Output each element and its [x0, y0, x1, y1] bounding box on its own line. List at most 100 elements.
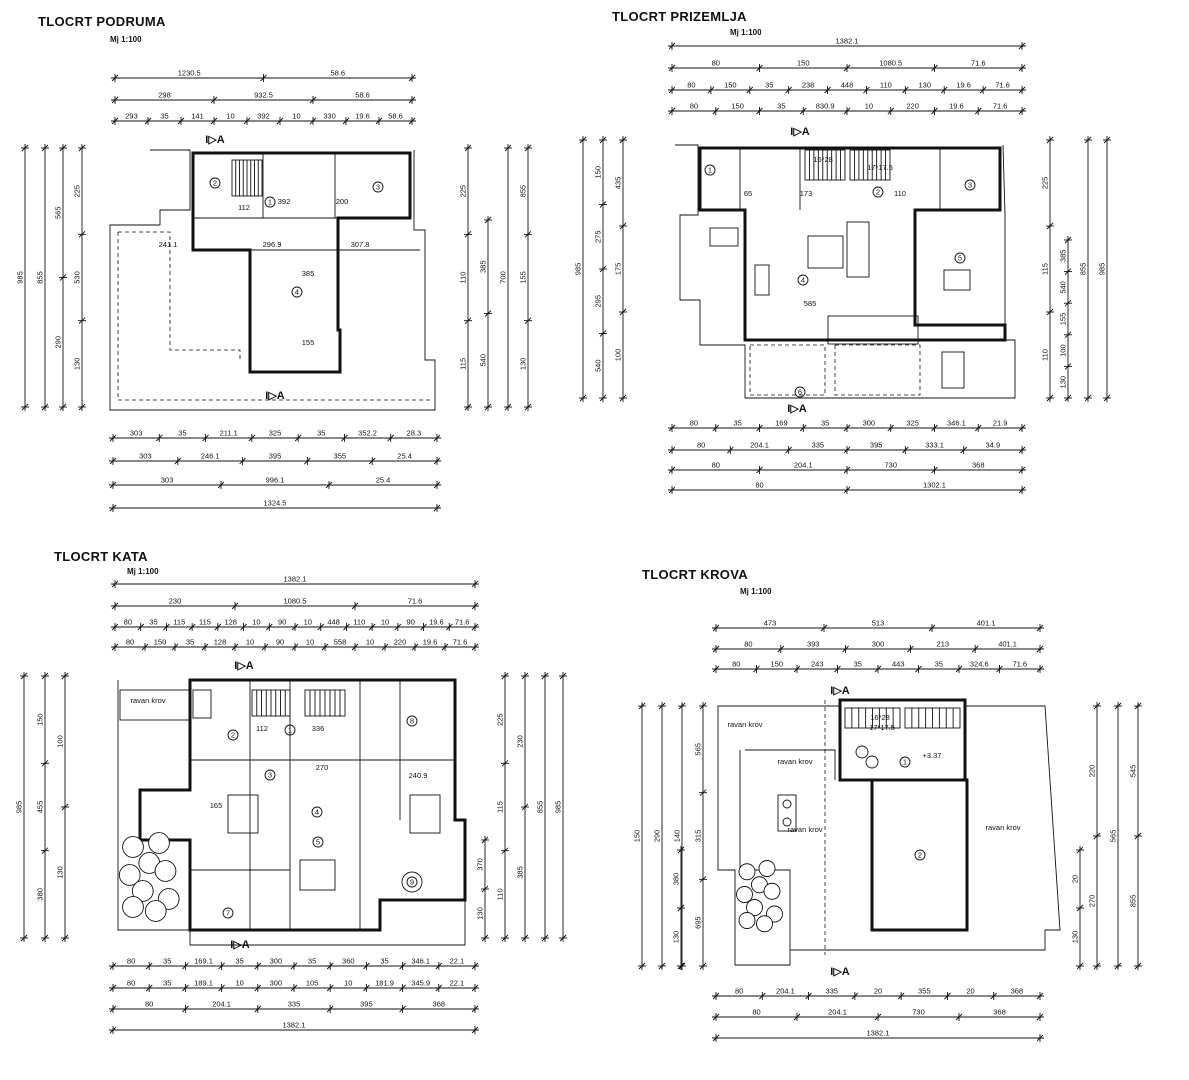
floor-section-marker-bottom: I▷A: [230, 939, 250, 951]
basement-section-marker-top: I▷A: [205, 134, 225, 146]
roof-dim-top3-value: 35: [854, 660, 862, 669]
roof-dim-bottom1-value: 355: [918, 987, 931, 996]
roof-section-marker-bottom: I▷A: [830, 966, 850, 978]
basement-dim-bottom2-value: 355: [334, 452, 347, 461]
ground-stairs: [849, 149, 891, 181]
basement-dim-left4-value: 130: [73, 358, 82, 371]
ground-stairs: [804, 149, 846, 181]
floor-dim-right3: 855: [536, 672, 549, 942]
basement-dim-right2: 700: [499, 144, 512, 411]
basement-terrain-outline: [109, 149, 436, 411]
roof-plan-scale: Mj 1:100: [740, 587, 772, 596]
ground-dim-bottom1-value: 325: [906, 419, 919, 428]
roof-dim-top3-value: 443: [892, 660, 905, 669]
roof-dim-left3-value: 140: [673, 830, 682, 843]
roof-inner-dim: +3.37: [923, 751, 942, 760]
floor-dim-bottom3-value: 80: [145, 1000, 153, 1009]
floor-dim-right4: 985: [554, 672, 567, 942]
basement-dim-top1-value: 58.6: [330, 69, 345, 78]
floor-dim-bottom2-value: 80: [127, 979, 135, 988]
roof-dim-top2-value: 213: [937, 640, 950, 649]
basement-dim-left3-value: 290: [54, 336, 63, 349]
roof-dim-top1-value: 473: [764, 619, 777, 628]
room-number: 6: [798, 388, 802, 397]
roof-dim-left5-value: 380: [672, 873, 681, 886]
floor-dim-top3-value: 448: [327, 618, 340, 627]
floor-inner-dim: 165: [210, 801, 223, 810]
basement-dim-left3-value: 565: [54, 206, 63, 219]
floor-dim-top3-value: 10: [381, 618, 389, 627]
ground-dim-right3: 855: [1079, 136, 1092, 402]
room-number: 1: [708, 166, 712, 175]
basement-dim-left2: 855: [36, 144, 49, 411]
roof-dim-right4-value: 130: [1071, 931, 1080, 944]
basement-inner-dim: 112: [238, 203, 250, 212]
roof-dim-bottom2-value: 368: [993, 1008, 1006, 1017]
basement-inner-dim: 385: [302, 269, 315, 278]
basement-dim-bottom2-value: 25.4: [397, 452, 412, 461]
floor-dim-left1-value: 985: [15, 801, 24, 814]
basement-dim-top3-value: 10: [292, 112, 300, 121]
basement-inner-dim: 241.1: [159, 240, 178, 249]
room-number: 2: [213, 179, 217, 188]
room-number-circle: [704, 164, 716, 176]
basement-dim-right3-value: 385: [479, 260, 488, 273]
room-number-circle: [964, 179, 976, 191]
room-number-circle: [312, 836, 324, 848]
roof-dim-top3-value: 324.6: [970, 660, 989, 669]
basement-dim-left4-value: 530: [73, 271, 82, 284]
ground-dim-bottom3-value: 730: [884, 461, 897, 470]
roof-tree: [763, 882, 781, 900]
ground-inner-dim: 173: [800, 189, 813, 198]
floor-tree: [118, 864, 141, 886]
floor-dim-bottom1-value: 35: [163, 957, 171, 966]
roof-dim-bottom1-value: 335: [825, 987, 838, 996]
roof-dim-bottom2-value: 80: [752, 1008, 760, 1017]
ground-dim-left3-value: 100: [614, 349, 623, 362]
roof-dim-bottom1-value: 204.1: [776, 987, 795, 996]
roof-terrace-slab: [870, 778, 969, 932]
basement-dim-bottom4-value: 1324.5: [264, 499, 287, 508]
ground-dim-top1: 1382.1: [668, 37, 1026, 50]
basement-dim-right4-value: 155: [519, 271, 528, 284]
roof-flat-roof-label: ravan krov: [777, 757, 812, 766]
room-number: 3: [968, 181, 972, 190]
room-number-circle: [899, 756, 911, 768]
floor-dim-bottom2-value: 105: [306, 979, 319, 988]
ground-dim-top3-value: 71.6: [995, 81, 1010, 90]
ground-dim-top3-value: 110: [880, 81, 892, 90]
ground-dim-left2-value: 275: [594, 230, 603, 243]
ground-dim-bottom1-value: 346.1: [947, 419, 966, 428]
roof-vent-fan: [782, 799, 792, 809]
floor-section-marker-top: I▷A: [234, 660, 254, 672]
roof-skylight: [865, 755, 879, 769]
floor-bed: [299, 859, 336, 891]
ground-dim-bottom2-value: 80: [697, 441, 705, 450]
room-number-circle: [797, 274, 809, 286]
ground-inner-dim: 16*28: [813, 155, 833, 164]
roof-dim-top3-value: 35: [935, 660, 943, 669]
roof-dim-right2-value: 565: [1109, 830, 1118, 843]
floor-walls: [138, 678, 467, 932]
ground-dim-left2-value: 540: [594, 359, 603, 372]
floor-dim-top2-value: 71.6: [408, 597, 423, 606]
room-number: 3: [376, 183, 380, 192]
basement-terrain-inner: [118, 231, 241, 362]
roof-tree: [738, 863, 756, 881]
ground-dim-top3-value: 238: [802, 81, 815, 90]
room-number: 8: [410, 717, 414, 726]
floor-dim-bottom1-value: 35: [380, 957, 388, 966]
